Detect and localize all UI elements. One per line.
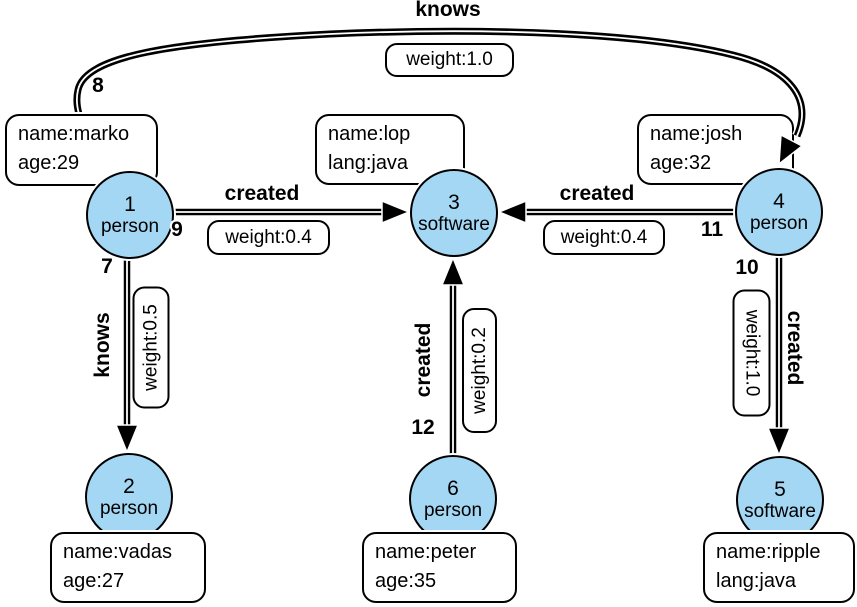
edge-label-created-middle: created bbox=[412, 322, 435, 398]
arrowhead-knows-1-2 bbox=[114, 424, 140, 454]
weight-box-knows-vertical: weight:0.5 bbox=[132, 286, 170, 409]
node-id: 6 bbox=[447, 476, 459, 500]
edge-created-4-5 bbox=[766, 254, 792, 457]
edge-label-created-left: created bbox=[224, 182, 300, 205]
arrowhead-created-1-3 bbox=[381, 199, 411, 225]
weight-box-knows-top: weight:1.0 bbox=[385, 43, 514, 77]
arrowhead-knows-1-4 bbox=[778, 133, 804, 166]
arrowhead-created-6-3 bbox=[440, 256, 466, 286]
property-line: name:peter bbox=[375, 541, 477, 563]
edge-id-12: 12 bbox=[411, 416, 435, 439]
node-type-label: person bbox=[749, 212, 809, 234]
weight-box-created-far-right: weight:1.0 bbox=[732, 289, 771, 417]
weight-box-created-middle: weight:0.2 bbox=[462, 308, 497, 433]
property-line: age:32 bbox=[650, 152, 712, 174]
weight-box-created-left: weight:0.4 bbox=[207, 220, 330, 255]
edge-created-4-3 bbox=[497, 199, 736, 225]
weight-box-created-right: weight:0.4 bbox=[543, 220, 665, 255]
property-line: name:vadas bbox=[63, 541, 172, 563]
property-line: name:ripple bbox=[716, 541, 821, 563]
edge-knows-1-2 bbox=[114, 257, 140, 454]
property-line: age:35 bbox=[375, 570, 437, 592]
node-type-label: software bbox=[418, 213, 490, 235]
property-line: lang:java bbox=[328, 152, 409, 174]
property-line: name:lop bbox=[328, 123, 411, 145]
property-line: name:josh bbox=[650, 123, 743, 145]
edge-label-knows-top: knows bbox=[415, 0, 481, 21]
node-1: 1 person bbox=[86, 171, 174, 259]
node-4: 4 person bbox=[735, 168, 823, 256]
property-line: age:29 bbox=[18, 152, 80, 174]
node-id: 4 bbox=[773, 189, 785, 213]
property-box-peter: name:peter age:35 bbox=[362, 532, 517, 603]
edge-created-6-3 bbox=[440, 256, 466, 456]
node-id: 5 bbox=[774, 477, 786, 501]
edge-knows-1-4 bbox=[71, 26, 807, 179]
arrowhead-created-4-5 bbox=[766, 427, 792, 457]
node-6: 6 person bbox=[409, 455, 497, 543]
node-id: 3 bbox=[448, 190, 460, 214]
edge-created-1-3 bbox=[175, 199, 411, 225]
arrowhead-created-4-3 bbox=[497, 199, 527, 225]
property-box-vadas: name:vadas age:27 bbox=[50, 532, 206, 603]
edge-id-9: 9 bbox=[171, 218, 183, 241]
node-type-label: software bbox=[744, 500, 816, 522]
node-3: 3 software bbox=[410, 169, 498, 257]
node-id: 1 bbox=[124, 192, 136, 216]
edge-id-11: 11 bbox=[700, 218, 724, 241]
property-box-ripple: name:ripple lang:java bbox=[703, 532, 855, 603]
property-line: age:27 bbox=[63, 570, 125, 592]
property-box-lop: name:lop lang:java bbox=[315, 114, 465, 185]
property-line: name:marko bbox=[18, 123, 130, 145]
edge-id-7: 7 bbox=[101, 255, 113, 278]
edge-label-knows-vertical: knows bbox=[91, 312, 114, 378]
node-type-label: person bbox=[100, 215, 160, 237]
node-5: 5 software bbox=[736, 456, 824, 544]
edge-label-created-far-right: created bbox=[783, 310, 806, 386]
edge-label-created-right: created bbox=[559, 182, 635, 205]
edge-id-10: 10 bbox=[735, 256, 759, 279]
node-type-label: person bbox=[99, 497, 159, 519]
node-id: 2 bbox=[123, 474, 135, 498]
property-line: lang:java bbox=[716, 570, 797, 592]
edge-id-8: 8 bbox=[92, 74, 104, 97]
node-2: 2 person bbox=[85, 453, 173, 541]
node-type-label: person bbox=[423, 499, 483, 521]
